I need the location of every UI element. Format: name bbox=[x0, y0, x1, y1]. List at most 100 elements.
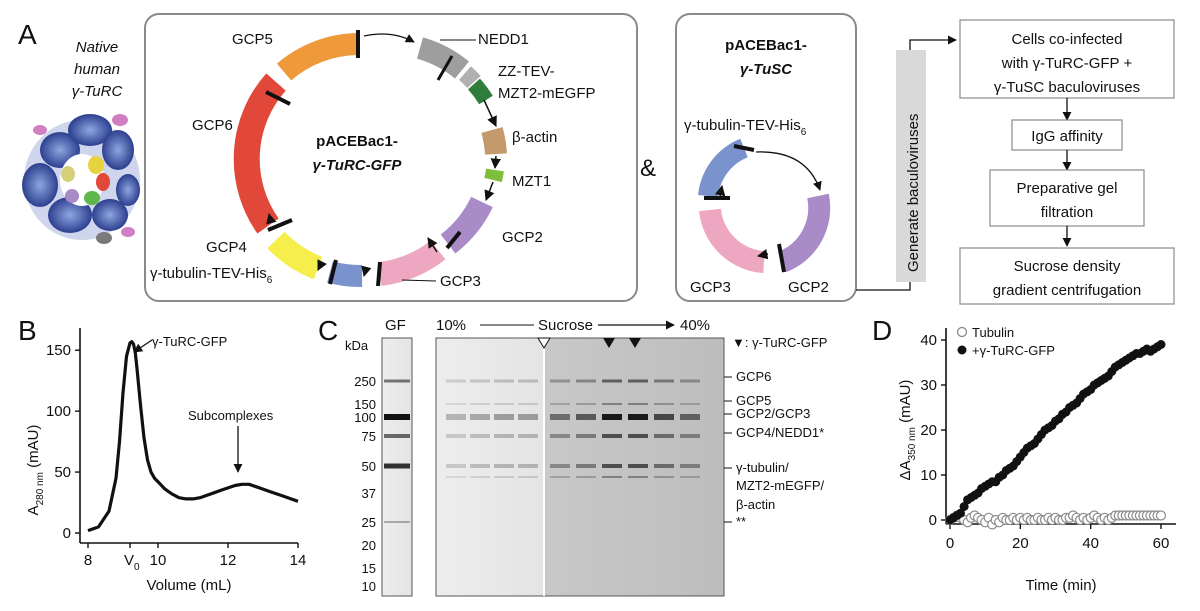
chart-b-x-tick-label: 12 bbox=[220, 552, 237, 569]
plasmid2-map: pACEBac1- γ-TuSC γ-tubulin-TEV-His6 GCP3… bbox=[684, 37, 831, 296]
chart-d-x-tick-label: 60 bbox=[1153, 535, 1170, 552]
chart-b-x-tick-label: 14 bbox=[290, 552, 307, 569]
gel-band bbox=[384, 434, 410, 438]
gel-band bbox=[680, 476, 700, 478]
gel-marker-label: 250 bbox=[354, 374, 376, 389]
gene-label-gcp6: GCP6 bbox=[192, 117, 233, 134]
chart-b-annotation-peak: γ-TuRC-GFP bbox=[152, 334, 227, 349]
gel-band bbox=[470, 414, 490, 420]
segment-beta-actin bbox=[481, 127, 507, 155]
gel-band bbox=[470, 403, 490, 405]
gel-band bbox=[470, 379, 490, 383]
gel-band-label: GCP2/GCP3 bbox=[736, 406, 810, 421]
flow-step-1 bbox=[959, 19, 1175, 99]
native-structure-image bbox=[22, 114, 140, 244]
segment-gcp5 bbox=[276, 33, 359, 81]
gel-band bbox=[680, 403, 700, 405]
gel-gf-label: GF bbox=[385, 317, 406, 334]
gene2-label-gcp3: GCP3 bbox=[690, 279, 731, 296]
gel-kda-label: kDa bbox=[345, 338, 369, 353]
gradient-start: 10% bbox=[436, 317, 466, 334]
chart-d-x-tick-label: 40 bbox=[1082, 535, 1099, 552]
gel-marker-label: 37 bbox=[362, 486, 376, 501]
gradient-end: 40% bbox=[680, 317, 710, 334]
native-label: Native human γ-TuRC bbox=[72, 39, 123, 100]
gel-left-section bbox=[435, 337, 545, 597]
gene-label-zz-tev: ZZ-TEV- bbox=[498, 63, 555, 80]
gel-band bbox=[602, 476, 622, 478]
chart-b-y-tick-label: 100 bbox=[46, 403, 71, 420]
gel-band bbox=[550, 379, 570, 383]
gel-band bbox=[446, 464, 466, 468]
segment-zz-tev bbox=[458, 66, 481, 89]
legend-marker-turc bbox=[957, 345, 967, 355]
gel-band bbox=[494, 434, 514, 438]
gel-band bbox=[446, 403, 466, 405]
flow-step-1-line2: with γ-TuRC-GFP + bbox=[1001, 55, 1133, 72]
gel-band bbox=[576, 476, 596, 478]
flow-step-2-line1: IgG affinity bbox=[1031, 128, 1103, 145]
segment-gcp6 bbox=[233, 73, 286, 234]
chart-d-legend: Tubulin +γ-TuRC-GFP bbox=[956, 325, 1055, 358]
gel-band bbox=[494, 476, 514, 478]
gel-marker-label: 50 bbox=[362, 459, 376, 474]
segment-gcp4 bbox=[267, 231, 323, 280]
gel-band bbox=[576, 434, 596, 438]
segment2-gcp3 bbox=[699, 208, 766, 273]
gel-band bbox=[576, 403, 596, 405]
panel-label-a: A bbox=[18, 19, 37, 50]
plasmid1-name-line1: pACEBac1- bbox=[316, 133, 398, 150]
legend-marker-tubulin bbox=[956, 326, 968, 338]
gel-band bbox=[550, 403, 570, 405]
chart-b-x-label: Volume (mL) bbox=[146, 577, 231, 594]
chart-d-point-tubulin bbox=[1155, 510, 1167, 521]
chart-b-x-tick-label: 10 bbox=[150, 552, 167, 569]
chart-b-v0-label: V0 bbox=[124, 552, 140, 573]
gel-band bbox=[518, 476, 538, 478]
gel-band bbox=[628, 379, 648, 383]
gene-label-gcp2: GCP2 bbox=[502, 229, 543, 246]
plasmid2-name-line2: γ-TuSC bbox=[740, 61, 793, 78]
flow-step-4-line2: gradient centrifugation bbox=[993, 282, 1141, 299]
gel-band bbox=[654, 379, 674, 383]
gel-band bbox=[628, 403, 648, 405]
legend-label-turc: +γ-TuRC-GFP bbox=[972, 343, 1055, 358]
gel-band bbox=[518, 464, 538, 468]
gel-band bbox=[602, 379, 622, 383]
segment2-gamma-tubulin bbox=[698, 138, 749, 198]
chart-d-y-tick-label: 20 bbox=[920, 422, 937, 439]
gel-band bbox=[576, 379, 596, 383]
plasmid2-frame bbox=[675, 13, 857, 302]
chart-d-y-tick-label: 10 bbox=[920, 467, 937, 484]
gel-marker-label: 75 bbox=[362, 429, 376, 444]
chart-b-annotation-sub: Subcomplexes bbox=[188, 408, 274, 423]
gel-band bbox=[680, 414, 700, 420]
gel-band bbox=[446, 379, 466, 383]
chart-d-x-label: Time (min) bbox=[1025, 577, 1096, 594]
segment-nedd1 bbox=[416, 37, 469, 79]
chart-b-series-line bbox=[87, 340, 299, 533]
gel-band bbox=[680, 434, 700, 438]
flow-step-4 bbox=[959, 247, 1175, 305]
gel-band bbox=[470, 434, 490, 438]
gene2-label-gcp2: GCP2 bbox=[788, 279, 829, 296]
gel-band bbox=[518, 434, 538, 438]
segment-gcp3 bbox=[378, 240, 446, 286]
gel-band bbox=[654, 403, 674, 405]
legend-label-tubulin: Tubulin bbox=[972, 325, 1014, 340]
gel-marker-label: 10 bbox=[362, 579, 376, 594]
plasmid2-name-line1: pACEBac1- bbox=[725, 37, 807, 54]
flow-step-3-line1: Preparative gel bbox=[1017, 180, 1118, 197]
segment2-gcp2 bbox=[777, 193, 831, 273]
gel-band bbox=[384, 521, 410, 523]
gene-label-mzt2: MZT2-mEGFP bbox=[498, 85, 596, 102]
gel-band bbox=[384, 379, 410, 383]
generate-label: Generate baculoviruses bbox=[905, 114, 922, 272]
gene-label-gcp3: GCP3 bbox=[440, 273, 481, 290]
gel-band bbox=[576, 464, 596, 468]
segment-mzt1 bbox=[484, 168, 504, 183]
gene-label-nedd1: NEDD1 bbox=[478, 31, 529, 48]
gene-label-gcp4: GCP4 bbox=[206, 239, 247, 256]
